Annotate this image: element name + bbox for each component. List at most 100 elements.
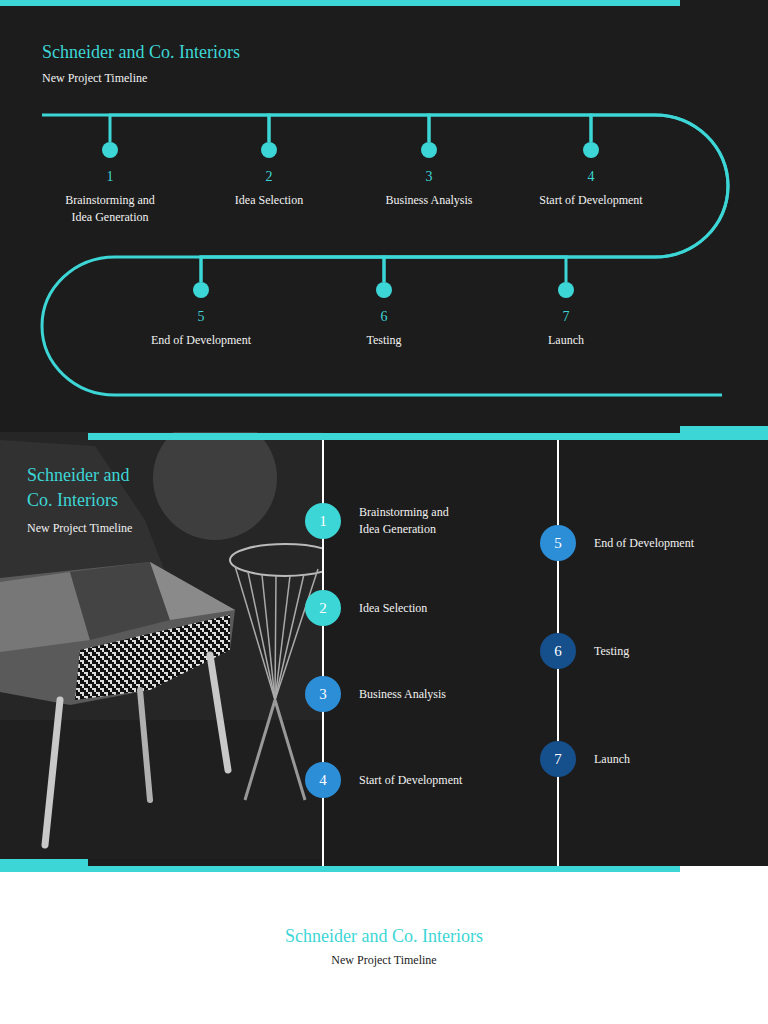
step-label: Testing <box>594 643 629 660</box>
milestone-step: 7 Launch <box>540 741 630 777</box>
wire-chair-leg <box>275 700 305 800</box>
timeline-connector <box>269 115 429 142</box>
step-number: 5 <box>198 309 205 325</box>
chair-seat <box>0 562 235 705</box>
milestone-marker: 5End of Development <box>131 282 271 349</box>
step-label: End of Development <box>594 535 694 552</box>
timeline-connector <box>429 115 591 142</box>
wire-chair-rod <box>262 575 275 700</box>
subtitle: New Project Timeline <box>0 953 768 968</box>
timeline-dot <box>376 282 392 298</box>
timeline-connector <box>557 561 559 633</box>
timeline-dot <box>583 142 599 158</box>
step-label: Launch <box>594 751 630 768</box>
step-number: 7 <box>554 750 562 768</box>
step-label: Launch <box>548 332 584 349</box>
page-title: Schneider and Co. Interiors <box>42 42 240 62</box>
middle-panel <box>0 432 768 866</box>
step-number: 1 <box>107 169 114 185</box>
milestone-step: 6 Testing <box>540 633 629 669</box>
timeline-connector <box>201 115 728 282</box>
step-number: 6 <box>381 309 388 325</box>
step-label: Brainstorming and Idea Generation <box>54 192 166 226</box>
accent-bar <box>88 433 768 440</box>
milestone-marker: 4Start of Development <box>521 142 661 209</box>
footer-title: Schneider and Co. Interiors <box>0 926 768 946</box>
step-number: 3 <box>426 169 433 185</box>
timeline-connector <box>557 669 559 741</box>
step-label: Brainstorming and Idea Generation <box>359 504 467 538</box>
chair-leg <box>210 655 228 770</box>
timeline-dot <box>421 142 437 158</box>
accent-bar <box>680 426 768 440</box>
timeline-dot <box>261 142 277 158</box>
milestone-step: 2 Idea Selection <box>305 590 427 626</box>
wire-chair-rod <box>275 574 304 700</box>
step-number: 4 <box>319 771 327 789</box>
step-label: Start of Development <box>359 772 462 789</box>
step-number: 6 <box>554 642 562 660</box>
timeline-connector <box>201 257 384 282</box>
timeline-dot <box>193 282 209 298</box>
step-circle: 4 <box>305 762 341 798</box>
step-number: 5 <box>554 534 562 552</box>
wire-chair-rim <box>230 544 323 576</box>
step-circle: 7 <box>540 741 576 777</box>
accent-bar <box>0 866 680 872</box>
step-number: 2 <box>266 169 273 185</box>
timeline-connector <box>322 712 324 762</box>
milestone-marker: 6Testing <box>314 282 454 349</box>
accent-bar <box>0 0 680 6</box>
chair-leg <box>45 700 60 845</box>
wire-chair-rod <box>248 572 275 700</box>
milestone-step: 4 Start of Development <box>305 762 462 798</box>
chair-leg <box>140 690 150 800</box>
wire-chair-rod <box>275 576 276 700</box>
timeline-connector <box>322 626 324 676</box>
timeline-connector <box>384 257 566 282</box>
step-number: 4 <box>588 169 595 185</box>
milestone-step: 1 Brainstorming and Idea Generation <box>305 503 467 539</box>
step-number: 1 <box>319 512 327 530</box>
seat-patch <box>150 562 235 620</box>
step-number: 3 <box>319 685 327 703</box>
milestone-marker: 2Idea Selection <box>199 142 339 209</box>
top-panel <box>0 0 768 432</box>
chair-photo <box>0 432 323 859</box>
step-label: End of Development <box>151 332 251 349</box>
step-circle: 5 <box>540 525 576 561</box>
milestone-marker: 3Business Analysis <box>359 142 499 209</box>
subtitle: New Project Timeline <box>42 71 147 86</box>
step-label: Business Analysis <box>385 192 472 209</box>
wire-chair-leg <box>245 700 275 800</box>
timeline-track <box>42 115 728 395</box>
step-label: Idea Selection <box>235 192 303 209</box>
timeline-dot <box>102 142 118 158</box>
step-label: Idea Selection <box>359 600 427 617</box>
milestone-marker: 7Launch <box>496 282 636 349</box>
accent-bar <box>0 859 88 866</box>
blurred-chair <box>153 432 277 540</box>
panel-title: Schneider and Co. Interiors <box>27 463 157 513</box>
step-circle: 2 <box>305 590 341 626</box>
step-number: 2 <box>319 599 327 617</box>
step-label: Start of Development <box>539 192 642 209</box>
step-circle: 3 <box>305 676 341 712</box>
houndstooth-patch <box>75 615 230 700</box>
step-label: Business Analysis <box>359 686 446 703</box>
subtitle: New Project Timeline <box>27 521 132 536</box>
milestone-step: 3 Business Analysis <box>305 676 446 712</box>
timeline-connector <box>110 115 269 142</box>
wire-chair-rod <box>235 566 275 700</box>
milestone-marker: 1Brainstorming and Idea Generation <box>54 142 166 226</box>
timeline-dot <box>558 282 574 298</box>
wire-chair-rod <box>275 576 290 700</box>
step-label: Testing <box>366 332 401 349</box>
step-number: 7 <box>563 309 570 325</box>
step-circle: 1 <box>305 503 341 539</box>
step-circle: 6 <box>540 633 576 669</box>
milestone-step: 5 End of Development <box>540 525 694 561</box>
chair-back <box>0 440 165 578</box>
